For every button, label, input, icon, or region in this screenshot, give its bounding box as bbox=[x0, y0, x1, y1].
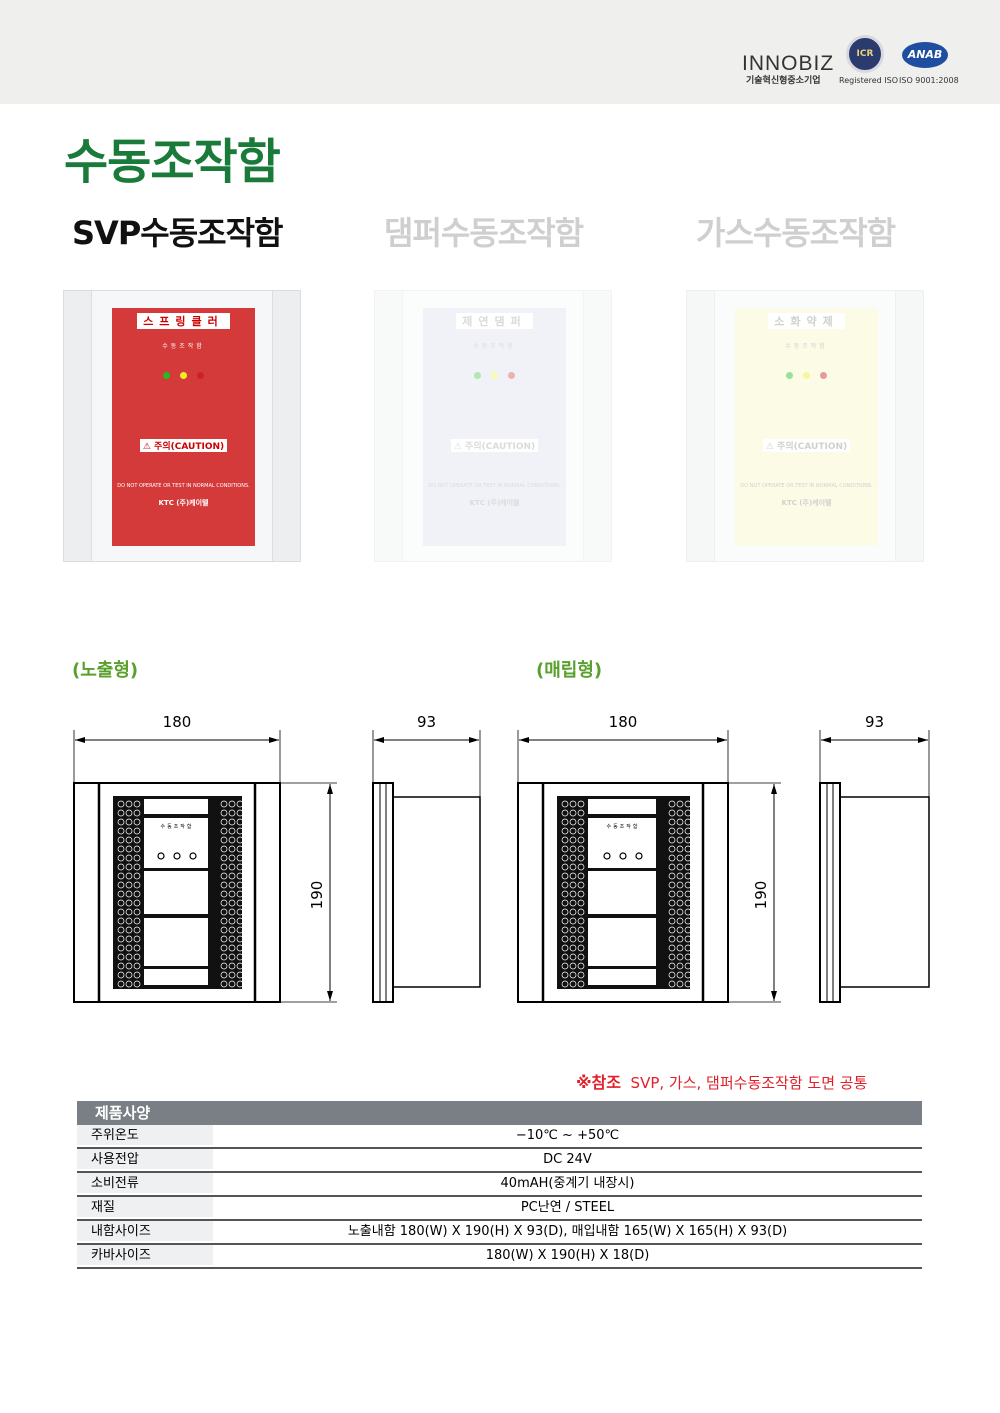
caution-label: ⚠ 주의(CAUTION) bbox=[139, 439, 228, 452]
product-face: 제연댐퍼 수동조작함 ⚠ 주의(CAUTION) DO NOT OPERATE … bbox=[423, 308, 566, 546]
spec-row: 주위온도 −10℃ ~ +50℃ bbox=[77, 1125, 922, 1149]
product-name-svp: SVP수동조작함 bbox=[72, 214, 283, 252]
dimension-drawing: 수동조작함 180 190 93 bbox=[517, 713, 930, 1003]
spec-row: 소비전류 40mAH(중계기 내장시) bbox=[77, 1173, 922, 1197]
caution-label: ⚠ 주의(CAUTION) bbox=[450, 439, 539, 452]
spec-key: 재질 bbox=[77, 1197, 213, 1217]
spec-row: 재질 PC난연 / STEEL bbox=[77, 1197, 922, 1221]
indicator-leds bbox=[423, 372, 566, 379]
icr-seal: ICR bbox=[846, 35, 884, 73]
anab-logo: ANAB bbox=[902, 42, 948, 68]
product-name-gas: 가스수동조작함 bbox=[696, 214, 896, 252]
spec-key: 내함사이즈 bbox=[77, 1221, 213, 1241]
panel-sub: 수동조작함 bbox=[473, 343, 516, 350]
spec-key: 소비전류 bbox=[77, 1173, 213, 1193]
innobiz-logo: INNOBIZ bbox=[742, 52, 835, 75]
width-dimension: 180 bbox=[609, 713, 638, 731]
panel-label: 소화약제 bbox=[768, 313, 845, 329]
spec-table: 제품사양 주위온도 −10℃ ~ +50℃ 사용전압 DC 24V 소비전류 40mAH(… bbox=[77, 1101, 922, 1269]
panel-label: 제연댐퍼 bbox=[456, 313, 533, 329]
product-face: 소화약제 수동조작함 ⚠ 주의(CAUTION) DO NOT OPERATE … bbox=[735, 308, 878, 546]
page-title: 수동조작함 bbox=[64, 134, 281, 190]
caution-label: ⚠ 주의(CAUTION) bbox=[762, 439, 851, 452]
note-mark: ※참조 bbox=[576, 1073, 621, 1092]
spec-value: 노출내함 180(W) X 190(H) X 93(D), 매입내함 165(W… bbox=[347, 1224, 788, 1239]
embedded-type-label: (매립형) bbox=[536, 660, 603, 681]
brand-label: KTC (주)케이텔 bbox=[469, 499, 520, 507]
height-dimension: 190 bbox=[752, 881, 770, 910]
spec-value: −10℃ ~ +50℃ bbox=[515, 1128, 620, 1143]
depth-dimension: 93 bbox=[417, 713, 436, 731]
spec-row: 내함사이즈 노출내함 180(W) X 190(H) X 93(D), 매입내함 … bbox=[77, 1221, 922, 1245]
width-dimension: 180 bbox=[163, 713, 192, 731]
dimension-drawing: 수동조작함 180 190 93 bbox=[73, 713, 481, 1003]
product-photo: 스프링클러 수동조작함 ⚠ 주의(CAUTION) DO NOT OPERATE… bbox=[63, 290, 301, 562]
spec-value: PC난연 / STEEL bbox=[520, 1200, 615, 1215]
drawing-face-text: 수동조작함 bbox=[160, 823, 193, 830]
spec-key: 주위온도 bbox=[77, 1125, 213, 1145]
anab-caption: ISO 9001:2008 bbox=[899, 76, 959, 85]
brand-label: KTC (주)케이텔 bbox=[158, 499, 209, 507]
innobiz-subtitle: 기술혁신형중소기업 bbox=[746, 76, 821, 86]
spec-value: DC 24V bbox=[543, 1152, 592, 1167]
indicator-leds bbox=[112, 372, 255, 379]
product-face: 스프링클러 수동조작함 ⚠ 주의(CAUTION) DO NOT OPERATE… bbox=[112, 308, 255, 546]
spec-table-title: 제품사양 bbox=[77, 1101, 922, 1125]
product-photo: 제연댐퍼 수동조작함 ⚠ 주의(CAUTION) DO NOT OPERATE … bbox=[374, 290, 612, 562]
caution-english: DO NOT OPERATE OR TEST IN NORMAL CONDITI… bbox=[117, 483, 250, 489]
spec-value: 180(W) X 190(H) X 18(D) bbox=[485, 1248, 650, 1263]
product-name-damper: 댐퍼수동조작함 bbox=[384, 214, 584, 252]
panel-label: 스프링클러 bbox=[137, 313, 230, 329]
indicator-leds bbox=[735, 372, 878, 379]
spec-key: 사용전압 bbox=[77, 1149, 213, 1169]
panel-sub: 수동조작함 bbox=[785, 343, 828, 350]
caution-english: DO NOT OPERATE OR TEST IN NORMAL CONDITI… bbox=[740, 483, 873, 489]
header-band bbox=[0, 0, 1000, 104]
brand-label: KTC (주)케이텔 bbox=[781, 499, 832, 507]
icr-caption: Registered ISO bbox=[839, 76, 899, 85]
spec-value: 40mAH(중계기 내장시) bbox=[500, 1176, 635, 1191]
spec-row: 카바사이즈 180(W) X 190(H) X 18(D) bbox=[77, 1245, 922, 1269]
caution-english: DO NOT OPERATE OR TEST IN NORMAL CONDITI… bbox=[428, 483, 561, 489]
exposed-type-label: (노출형) bbox=[72, 660, 139, 681]
spec-row: 사용전압 DC 24V bbox=[77, 1149, 922, 1173]
depth-dimension: 93 bbox=[865, 713, 884, 731]
product-photo: 소화약제 수동조작함 ⚠ 주의(CAUTION) DO NOT OPERATE … bbox=[686, 290, 924, 562]
panel-sub: 수동조작함 bbox=[162, 343, 205, 350]
note-text: SVP, 가스, 댐퍼수동조작함 도면 공통 bbox=[630, 1074, 868, 1092]
height-dimension: 190 bbox=[308, 881, 326, 910]
drawing-face-text: 수동조작함 bbox=[606, 823, 639, 830]
spec-key: 카바사이즈 bbox=[77, 1245, 213, 1265]
reference-note: ※참조 SVP, 가스, 댐퍼수동조작함 도면 공통 bbox=[576, 1069, 867, 1093]
